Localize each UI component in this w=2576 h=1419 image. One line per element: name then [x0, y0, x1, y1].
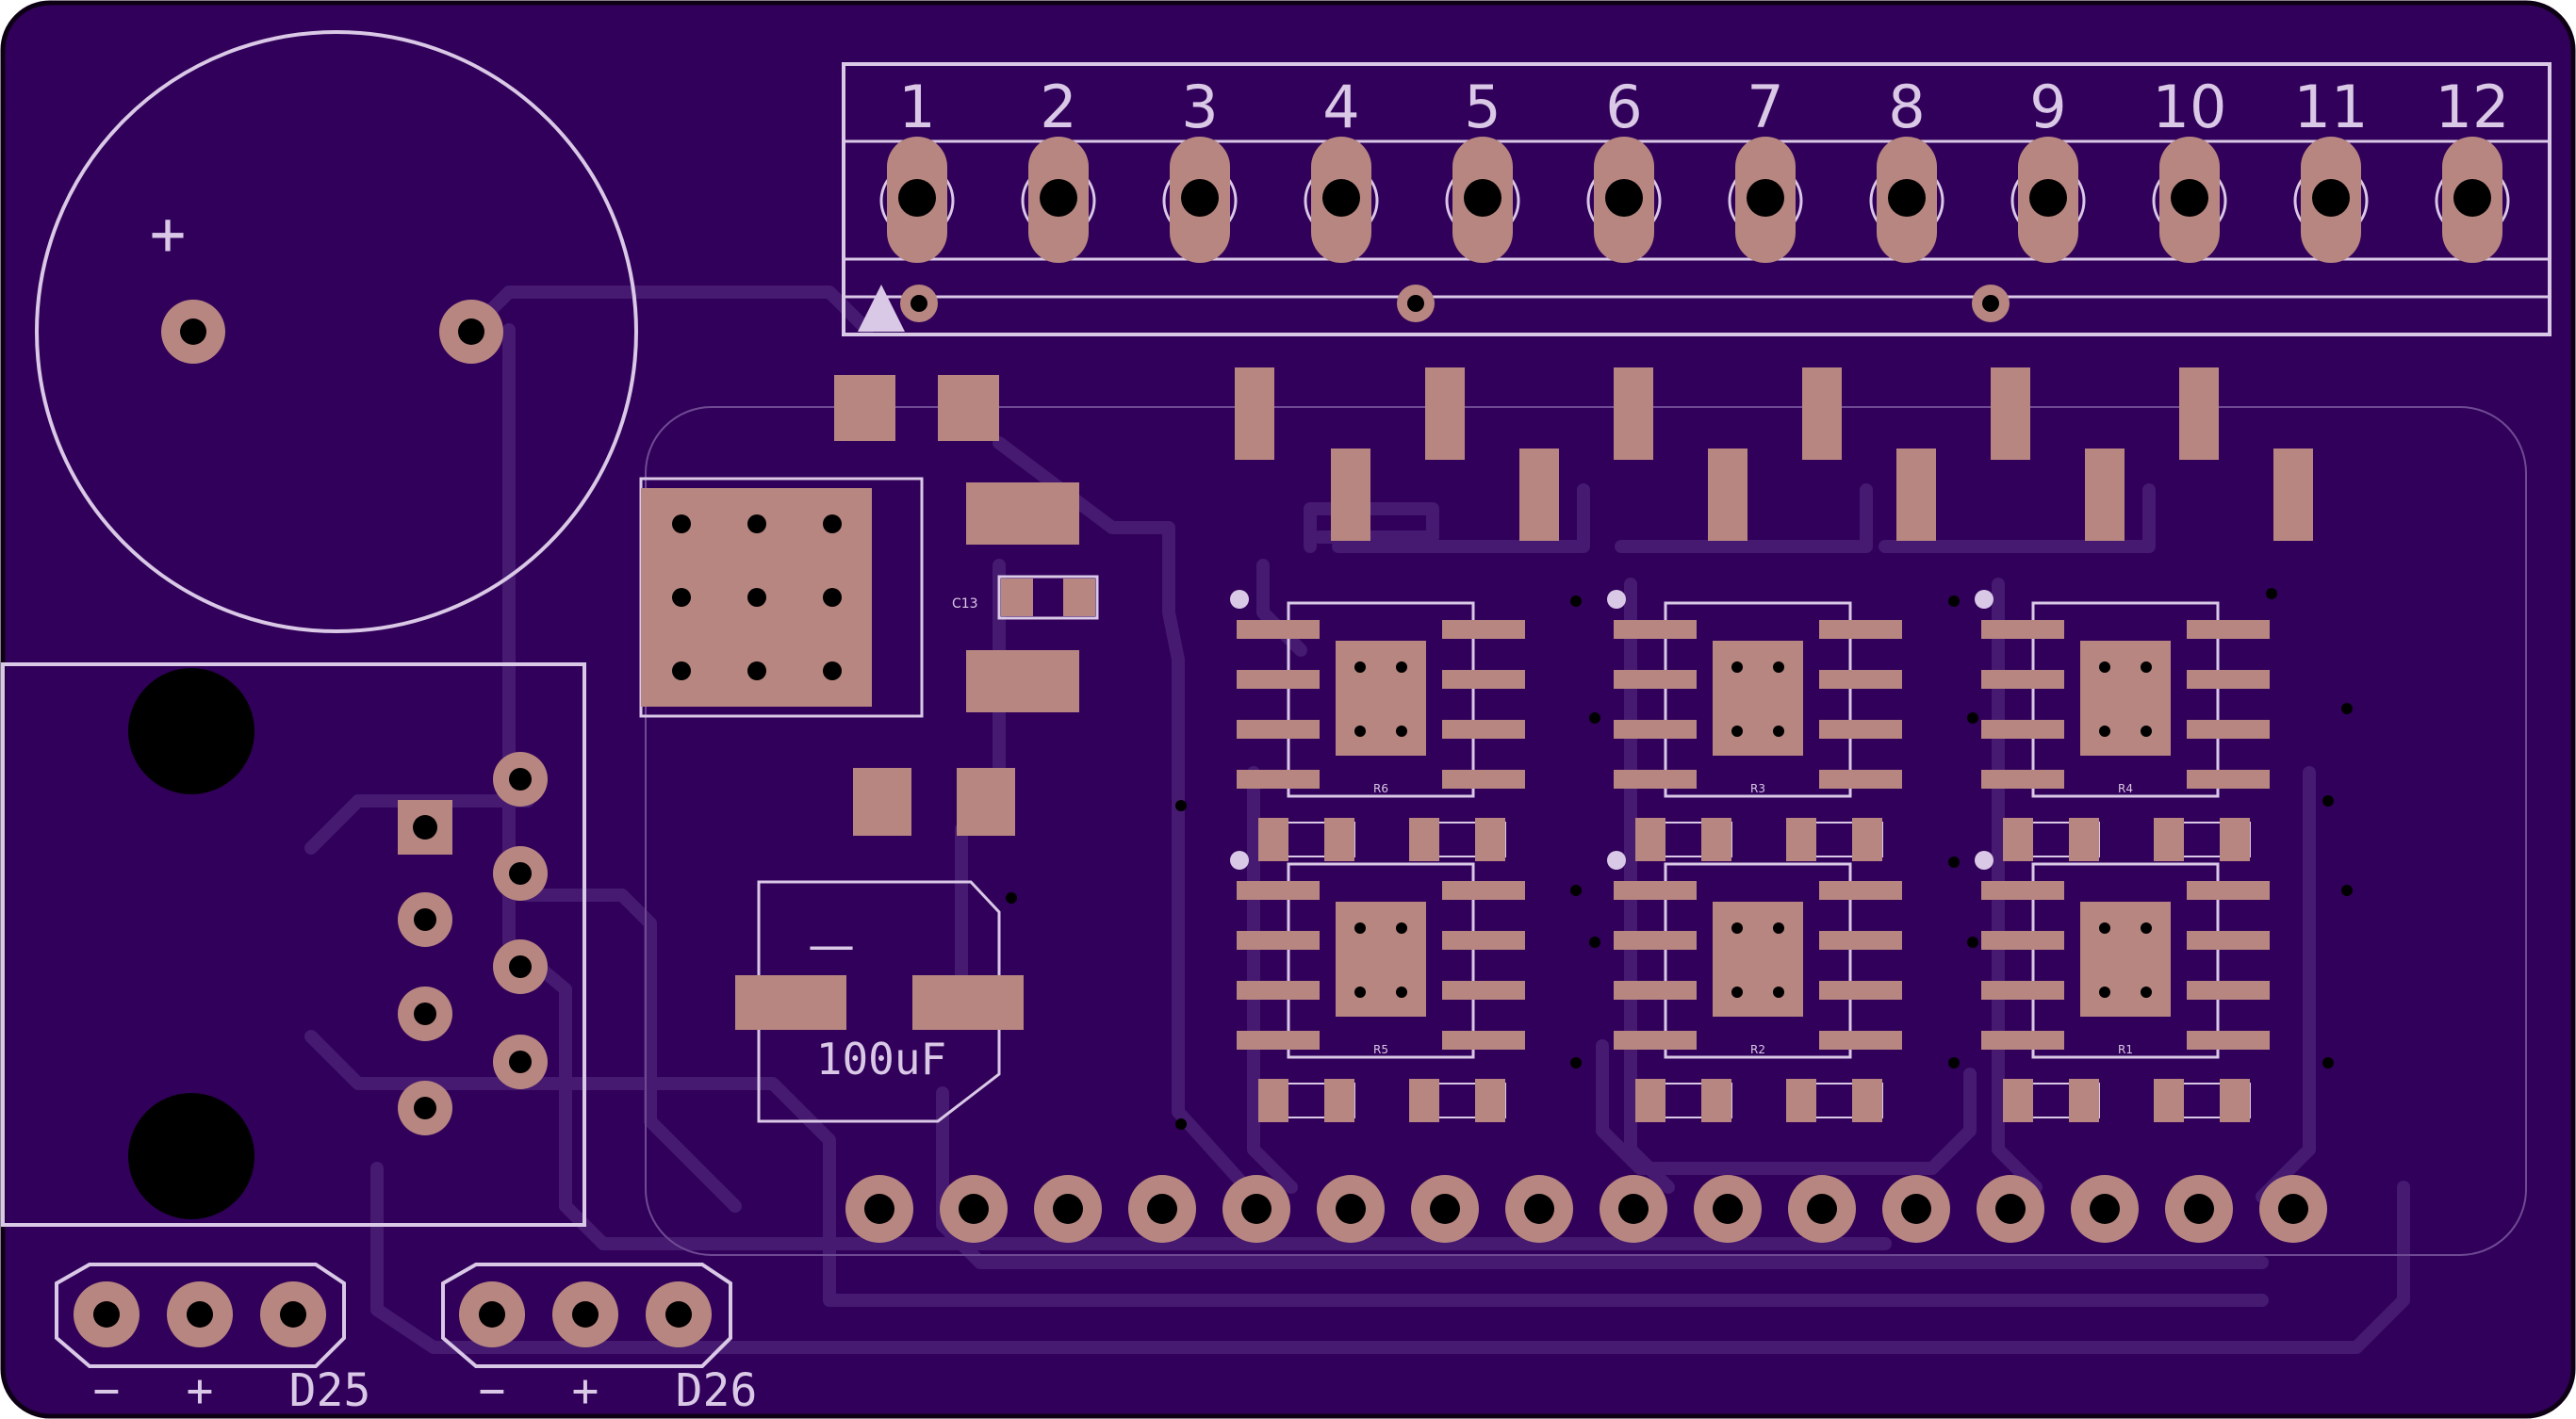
driver-ic: R6 [1230, 590, 1525, 861]
terminal-pin-label: 6 [1605, 73, 1642, 141]
header-pin-drill [1336, 1194, 1366, 1224]
header-pin-drill [1524, 1194, 1554, 1224]
terminal-drill [1040, 179, 1077, 217]
terminal-drill [1888, 179, 1926, 217]
terminal-drill [1464, 179, 1501, 217]
header-pin-drill [1053, 1194, 1083, 1224]
terminal-drill [2453, 179, 2491, 217]
header-pin-drill [1713, 1194, 1743, 1224]
terminal-drill [2312, 179, 2350, 217]
header-pin-drill [959, 1194, 989, 1224]
terminal-pin-label: 11 [2294, 73, 2369, 141]
terminal-pin-label: 12 [2436, 73, 2510, 141]
header-pin-drill [1995, 1194, 2026, 1224]
electrolytic-capacitor: + [35, 30, 638, 633]
header-pin-drill [2278, 1194, 2308, 1224]
header-d26-plus: + [572, 1364, 599, 1417]
label-c13: C13 [952, 596, 978, 612]
header-pin-drill [1241, 1194, 1272, 1224]
header-d26: − + D26 [441, 1263, 758, 1417]
terminal-pin-label: 10 [2153, 73, 2227, 141]
terminal-pin-label: 2 [1040, 73, 1076, 141]
mounting-hole [128, 668, 254, 794]
terminal-drill [2171, 179, 2208, 217]
capacitor-polarity-mark: + [150, 200, 187, 269]
driver-ic: R5 [1230, 851, 1525, 1122]
cap-polarity-mark: — [808, 918, 855, 972]
header-d25-minus: − [93, 1364, 121, 1417]
header-d26-minus: − [479, 1364, 506, 1417]
driver-ic: R1 [1975, 851, 2270, 1122]
terminal-pin-label: 3 [1181, 73, 1218, 141]
driver-ic: R3 [1607, 590, 1902, 861]
terminal-drill [1605, 179, 1643, 217]
terminal-drill [898, 179, 936, 217]
header-pin-drill [2090, 1194, 2120, 1224]
header-pin-drill [1901, 1194, 1931, 1224]
driver-ic: R2 [1607, 851, 1902, 1122]
header-d25: − + D25 [55, 1263, 371, 1417]
terminal-pin-label: 8 [1888, 73, 1925, 141]
driver-label: R3 [1750, 782, 1765, 795]
driver-label: R6 [1373, 782, 1388, 795]
driver-label: R5 [1373, 1043, 1388, 1056]
header-pin-drill [1147, 1194, 1177, 1224]
voltage-regulator: C13 [639, 477, 1099, 836]
terminal-drill [1322, 179, 1360, 217]
terminal-pin-label: 9 [2029, 73, 2066, 141]
terminal-drill [1181, 179, 1219, 217]
driver-label: R1 [2118, 1043, 2133, 1056]
vias [1006, 588, 2353, 1130]
terminal-drill [1747, 179, 1784, 217]
terminal-pin-label: 7 [1747, 73, 1783, 141]
header-pin-drill [1807, 1194, 1837, 1224]
header-pin-drill [1618, 1194, 1649, 1224]
mounting-hole [128, 1093, 254, 1219]
header-pin-drill [1430, 1194, 1460, 1224]
smd-capacitor-100uf: — 100uF [735, 880, 1024, 1123]
terminal-drill [2029, 179, 2067, 217]
header-pin-drill [864, 1194, 894, 1224]
terminal-pin-label: 1 [898, 73, 935, 141]
driver-label: R2 [1750, 1043, 1765, 1056]
terminal-pin-label: 4 [1322, 73, 1359, 141]
module-outline [645, 406, 2527, 1256]
terminal-pin-label: 5 [1464, 73, 1501, 141]
cap-value-label: 100uF [816, 1034, 946, 1085]
header-pin-drill [2184, 1194, 2214, 1224]
driver-ic: R4 [1975, 590, 2270, 861]
driver-label: R4 [2118, 782, 2133, 795]
header-d26-signal: D26 [676, 1364, 758, 1417]
header-d25-plus: + [187, 1364, 214, 1417]
rj45-connector [1, 662, 586, 1227]
smd-pads-row [834, 367, 2313, 541]
header-d25-signal: D25 [289, 1364, 371, 1417]
